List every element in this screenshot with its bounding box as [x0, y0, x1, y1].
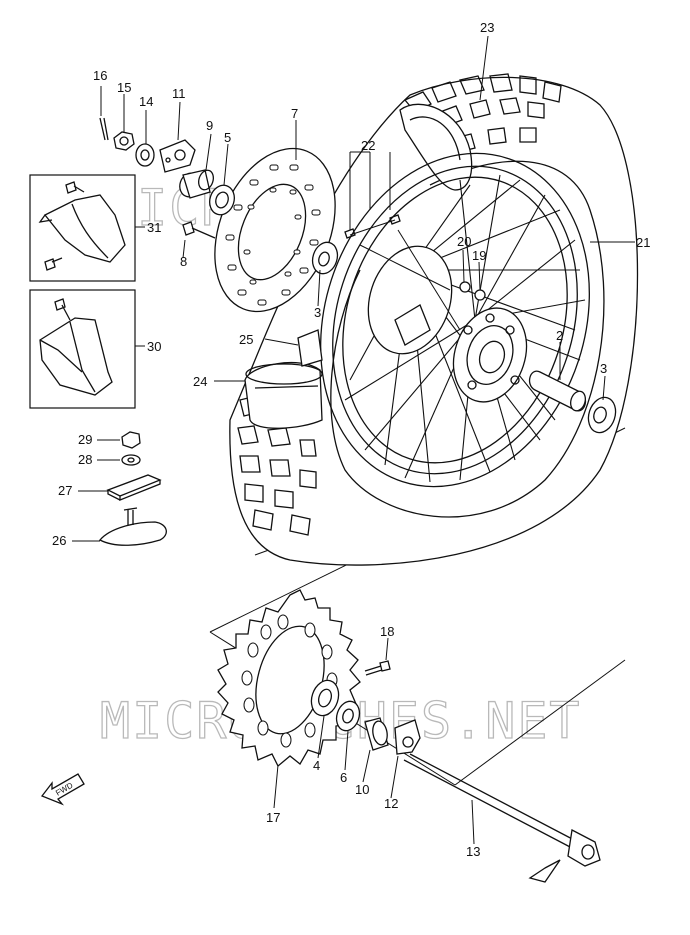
castle-nut [113, 131, 135, 151]
washer-14 [135, 143, 155, 167]
wheel-rim [320, 152, 590, 488]
disc-bolt-8 [182, 221, 216, 239]
brake-disc [214, 147, 336, 313]
callout-21: 21 [636, 235, 650, 250]
leader-lines [72, 35, 635, 845]
bearing-right [587, 396, 617, 434]
rim-band-strip-25 [297, 329, 323, 367]
oil-seal-5 [209, 184, 235, 216]
valve-stem [344, 214, 461, 331]
nut-29 [121, 431, 141, 449]
callout-17: 17 [266, 810, 280, 825]
callout-27: 27 [58, 483, 72, 498]
callout-2: 2 [556, 328, 563, 343]
callout-15: 15 [117, 80, 131, 95]
callout-5: 5 [224, 130, 231, 145]
callout-3-upper: 3 [314, 305, 321, 320]
chain-adjuster-12 [394, 719, 421, 755]
callout-11: 11 [172, 86, 186, 101]
callout-23: 23 [480, 20, 494, 35]
disc-guard-31-box [29, 174, 136, 282]
callout-10: 10 [355, 782, 369, 797]
bearing-upper [311, 241, 339, 275]
callout-9: 9 [206, 118, 213, 133]
spacer-9 [179, 169, 214, 199]
spoke-nipple-19 [474, 289, 486, 301]
spoke-nipple-20 [459, 281, 471, 293]
rim-lock-26 [98, 507, 167, 546]
callout-16: 16 [93, 68, 107, 83]
bearing-4 [310, 679, 340, 717]
axle-13 [403, 753, 601, 883]
callout-6: 6 [340, 770, 347, 785]
callout-3-right: 3 [600, 361, 607, 376]
rim-lock-pad-27 [106, 474, 162, 501]
callout-14: 14 [139, 94, 153, 109]
rim-band [244, 362, 323, 429]
disc-guard-30-box [29, 289, 136, 409]
oil-seal-6 [335, 700, 361, 732]
fwd-arrow-icon: FWD [40, 773, 85, 806]
spacer-2 [528, 370, 587, 412]
callout-25: 25 [239, 332, 253, 347]
callout-8: 8 [180, 254, 187, 269]
callout-24: 24 [193, 374, 207, 389]
spacer-10 [364, 717, 389, 751]
callout-4: 4 [313, 758, 320, 773]
callout-30: 30 [147, 339, 161, 354]
callout-20: 20 [457, 234, 471, 249]
callout-19: 19 [472, 248, 486, 263]
callout-18: 18 [380, 624, 394, 639]
callout-31: 31 [147, 220, 161, 235]
callout-26: 26 [52, 533, 66, 548]
sprocket-bolt-18 [364, 660, 391, 676]
chain-adjuster-11 [159, 139, 196, 173]
callout-13: 13 [466, 844, 480, 859]
callout-12: 12 [384, 796, 398, 811]
callout-numbers: 23 16 15 14 11 9 5 7 22 31 8 20 19 21 3 … [52, 20, 650, 859]
callout-7: 7 [291, 106, 298, 121]
washer-28 [121, 454, 141, 466]
cotter-pin [99, 117, 109, 141]
callout-29: 29 [78, 432, 92, 447]
callout-28: 28 [78, 452, 92, 467]
callout-22: 22 [361, 138, 375, 153]
